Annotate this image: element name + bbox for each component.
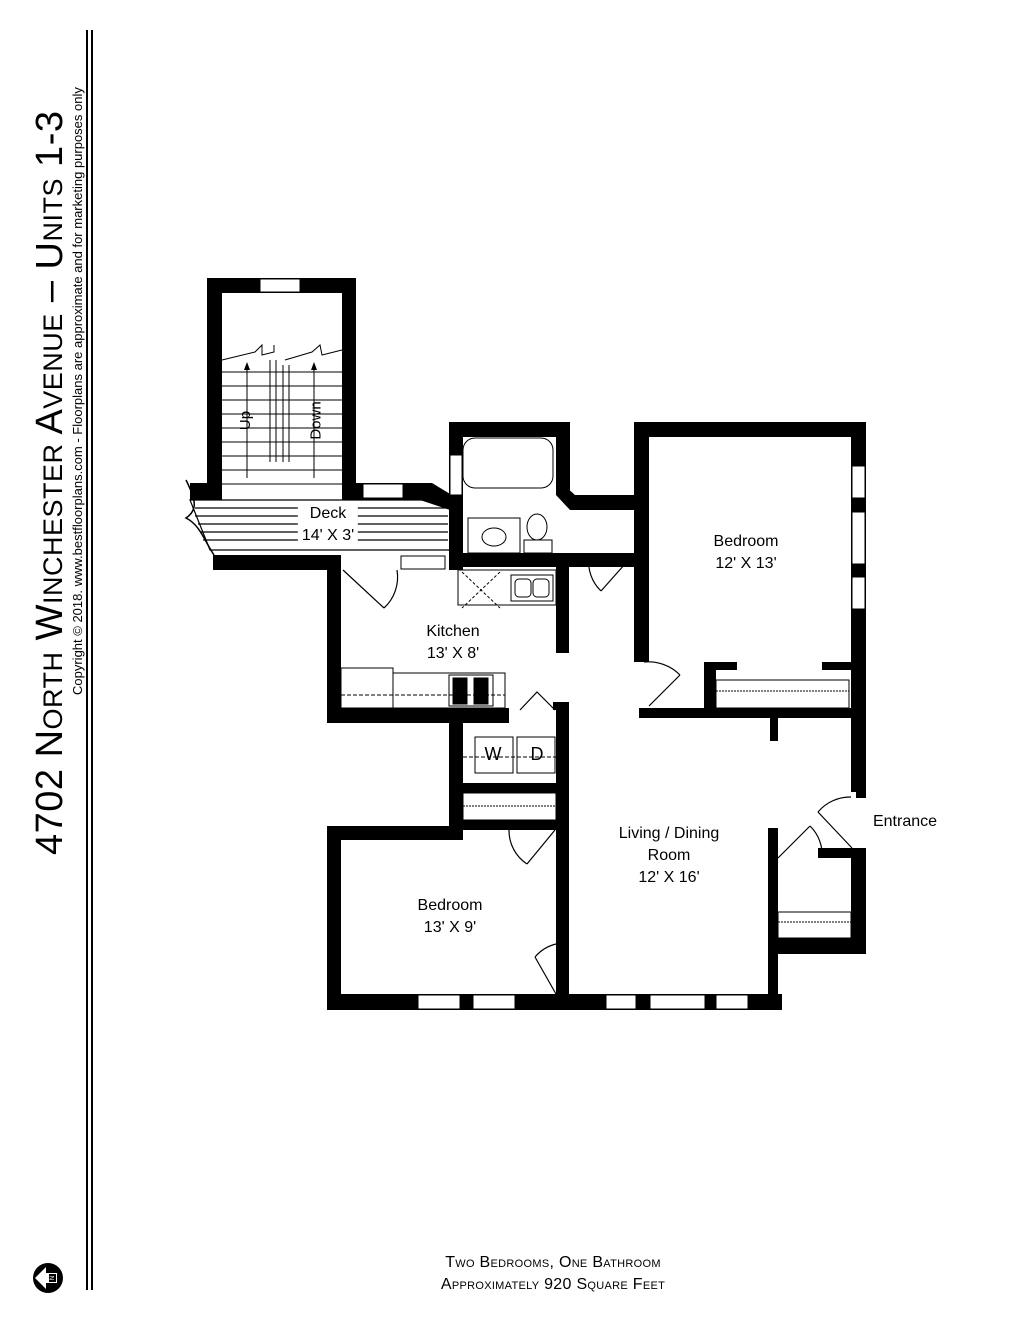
north-arrow-icon: N — [33, 1263, 63, 1293]
room-label-bedroom-1: Bedroom 12' X 13' — [713, 533, 779, 572]
kitchen-fixtures — [340, 569, 557, 709]
closet-rods — [462, 679, 852, 939]
entrance-label: Entrance — [872, 813, 938, 830]
unit-layout: Two Bedrooms, One Bathroom — [445, 1254, 661, 1271]
laundry-fixtures: W D — [463, 736, 556, 774]
bathroom-fixtures — [462, 437, 554, 554]
room-label-living-dining: Living / Dining Room 12' X 16' — [618, 825, 720, 886]
divider-line — [86, 30, 88, 1290]
divider-line — [91, 30, 93, 1290]
unit-area: Approximately 920 Square Feet — [440, 1276, 666, 1293]
stairs-down-label: Down — [307, 401, 325, 440]
svg-text:W: W — [485, 744, 502, 764]
stair-treads — [222, 360, 342, 485]
svg-text:N: N — [50, 1276, 56, 1280]
svg-text:D: D — [531, 744, 544, 764]
stairs-up-label: Up — [237, 410, 255, 431]
walls — [190, 278, 866, 1010]
room-label-bedroom-2: Bedroom 13' X 9' — [417, 897, 483, 936]
room-label-deck: Deck 14' X 3' — [297, 503, 359, 547]
doors — [342, 554, 853, 995]
room-label-kitchen: Kitchen 13' X 8' — [426, 623, 480, 662]
unit-summary: Two Bedrooms, One Bathroom Approximately… — [441, 1252, 665, 1296]
windows — [259, 278, 866, 1010]
